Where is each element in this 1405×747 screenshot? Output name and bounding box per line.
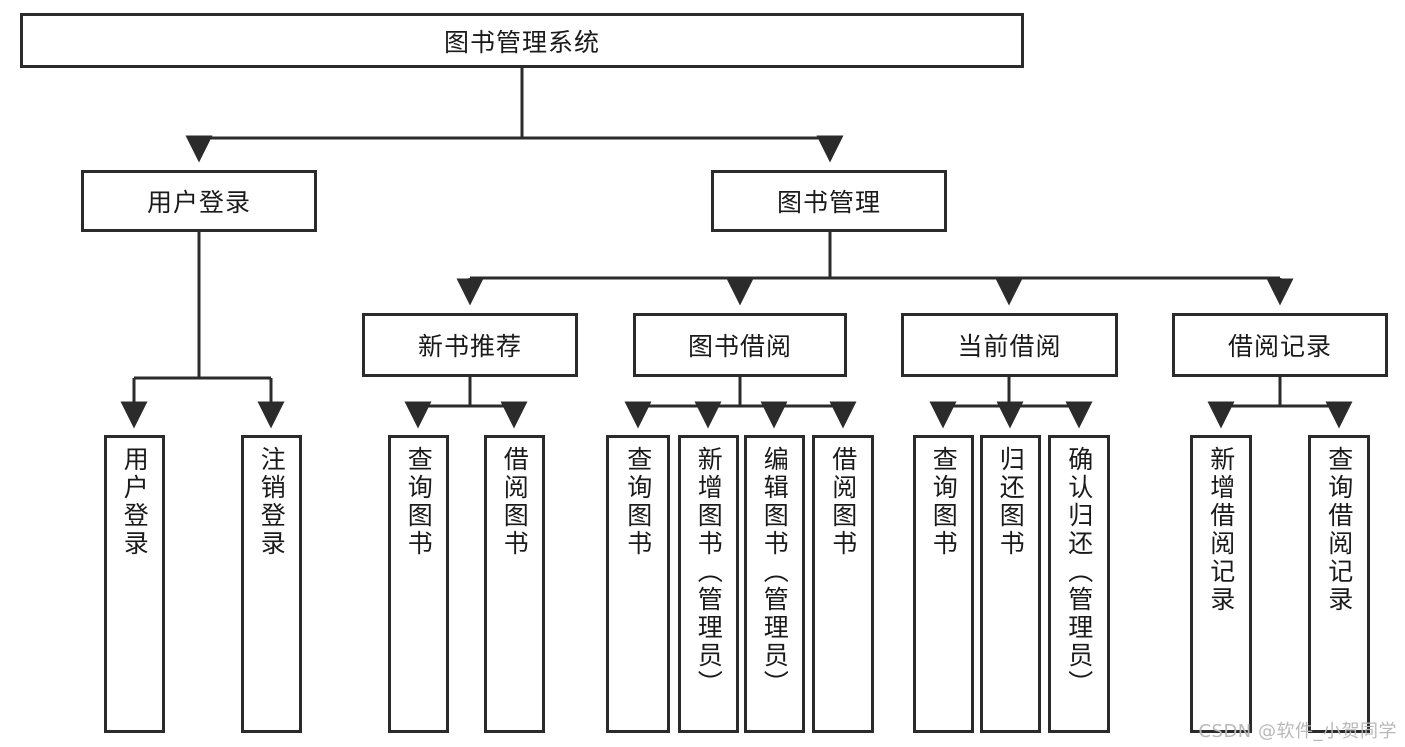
node-leaf-query-book-3[interactable]: 查询图书	[913, 435, 974, 733]
node-leaf-query-borrow-record[interactable]: 查询借阅记录	[1308, 435, 1370, 733]
node-leaf-borrow-book-1[interactable]: 借阅图书	[484, 435, 545, 733]
node-leaf-user-login[interactable]: 用户登录	[104, 435, 165, 733]
node-label: 查询图书	[929, 446, 959, 558]
node-root-label: 图书管理系统	[443, 27, 600, 57]
node-level2-new-book-recommend[interactable]: 新书推荐	[362, 313, 578, 377]
node-leaf-logout[interactable]: 注销登录	[241, 435, 302, 733]
node-level2-book-borrow[interactable]: 图书借阅	[633, 313, 847, 377]
node-label: 借阅记录	[1227, 332, 1332, 361]
node-level1-user-login[interactable]: 用户登录	[81, 170, 317, 232]
node-label: 查询借阅记录	[1324, 446, 1354, 614]
node-leaf-query-book-2[interactable]: 查询图书	[606, 435, 670, 733]
node-label: 用户登录	[146, 188, 251, 217]
node-label: 编辑图书（管理员）	[760, 446, 790, 698]
node-label: 图书管理	[776, 188, 881, 217]
node-leaf-edit-book-admin[interactable]: 编辑图书（管理员）	[744, 435, 805, 733]
node-leaf-confirm-return-admin[interactable]: 确认归还（管理员）	[1048, 435, 1110, 733]
node-level2-current-borrow[interactable]: 当前借阅	[901, 313, 1118, 377]
node-leaf-return-book[interactable]: 归还图书	[980, 435, 1041, 733]
node-label: 查询图书	[404, 446, 434, 558]
watermark: CSDN @软件_小贺同学	[1198, 721, 1397, 742]
node-label: 注销登录	[257, 446, 287, 558]
node-label: 查询图书	[623, 446, 653, 558]
node-level2-borrow-records[interactable]: 借阅记录	[1172, 313, 1388, 377]
node-label: 新书推荐	[417, 332, 522, 361]
node-label: 新增图书（管理员）	[694, 446, 724, 698]
node-label: 用户登录	[120, 446, 150, 558]
node-level1-book-management[interactable]: 图书管理	[711, 170, 947, 232]
node-leaf-add-borrow-record[interactable]: 新增借阅记录	[1190, 435, 1252, 733]
node-label: 确认归还（管理员）	[1064, 446, 1094, 698]
node-root[interactable]: 图书管理系统	[20, 13, 1024, 68]
node-label: 当前借阅	[957, 332, 1062, 361]
node-leaf-borrow-book-2[interactable]: 借阅图书	[812, 435, 874, 733]
node-label: 图书借阅	[687, 332, 792, 361]
node-label: 新增借阅记录	[1206, 446, 1236, 614]
node-leaf-add-book-admin[interactable]: 新增图书（管理员）	[678, 435, 739, 733]
node-leaf-query-book-1[interactable]: 查询图书	[388, 435, 449, 733]
node-label: 借阅图书	[828, 446, 858, 558]
node-label: 借阅图书	[500, 446, 530, 558]
node-label: 归还图书	[996, 446, 1026, 558]
